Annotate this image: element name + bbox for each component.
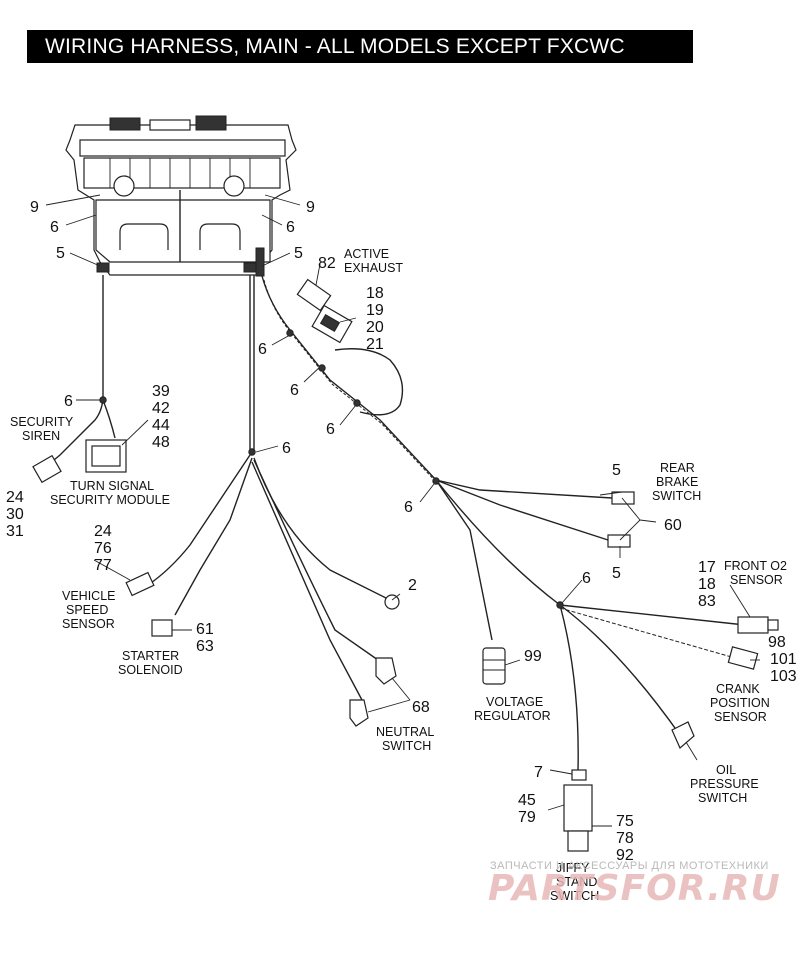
label-neutral-switch: SWITCH [382,739,431,753]
callout: 21 [366,336,384,353]
callout: 6 [282,440,291,457]
label-front-o2-sensor: SENSOR [730,573,783,587]
leader-lines [45,194,760,827]
callout: 5 [294,245,303,262]
callout: 6 [290,382,299,399]
clamps [99,329,564,609]
callout: 6 [50,219,59,236]
connectors [32,278,779,852]
callout: 98 [768,634,786,651]
callout: 6 [582,570,591,587]
electrical-caddy [65,115,297,277]
callout: 6 [404,499,413,516]
callout: 6 [64,393,73,410]
callout: 68 [412,699,430,716]
callout: 5 [612,462,621,479]
label-crank-position-sensor: POSITION [710,696,770,710]
label-vehicle-speed-sensor: VEHICLE [62,589,116,603]
callout: 83 [698,593,716,610]
callout: 44 [152,417,170,434]
callout: 5 [56,245,65,262]
callout: 99 [524,648,542,665]
callout: 76 [94,540,112,557]
callout: 61 [196,621,214,638]
callout: 18 [366,285,384,302]
label-jiffy-stand-switch: SWITCH [550,889,599,903]
label-vehicle-speed-sensor: SPEED [66,603,108,617]
callout: 103 [770,668,797,685]
label-vehicle-speed-sensor: SENSOR [62,617,115,631]
callout: 9 [30,199,39,216]
watermark-logo: PARTSFOR.RU [488,868,781,909]
callout: 31 [6,523,24,540]
label-crank-position-sensor: SENSOR [714,710,767,724]
watermark-tagline: ЗАПЧАСТИ И АКСЕССУАРЫ ДЛЯ МОТОТЕХНИКИ [490,860,769,872]
diagram-title: WIRING HARNESS, MAIN - ALL MODELS EXCEPT… [27,30,693,63]
callout: 60 [664,517,682,534]
callout: 75 [616,813,634,830]
callout: 30 [6,506,24,523]
label-crank-position-sensor: CRANK [716,682,760,696]
label-oil-pressure-switch: PRESSURE [690,777,759,791]
label-jiffy-stand-switch: JIFFY [556,861,590,875]
callout: 9 [306,199,315,216]
callout: 18 [698,576,716,593]
label-oil-pressure-switch: OIL [716,763,736,777]
callout: 45 [518,792,536,809]
callout: 42 [152,400,170,417]
callout: 5 [612,565,621,582]
label-rear-brake-switch: BRAKE [656,475,698,489]
label-active-exhaust: EXHAUST [344,261,403,275]
label-security-siren: SIREN [22,429,60,443]
callout: 101 [770,651,797,668]
label-rear-brake-switch: REAR [660,461,695,475]
component-labels: ACTIVE EXHAUST SECURITY SIREN TURN SIGNA… [10,247,787,903]
callout: 20 [366,319,384,336]
label-voltage-regulator: REGULATOR [474,709,551,723]
label-jiffy-stand-switch: STAND [556,875,597,889]
callout: 24 [6,489,24,506]
label-rear-brake-switch: SWITCH [652,489,701,503]
callout: 6 [286,219,295,236]
callout: 79 [518,809,536,826]
label-front-o2-sensor: FRONT O2 [724,559,787,573]
callout-numbers: 9 6 5 9 6 5 82 18 19 20 21 6 6 6 6 39 42… [6,199,797,864]
callout: 63 [196,638,214,655]
callout: 19 [366,302,384,319]
callout: 78 [616,830,634,847]
callout: 7 [534,764,543,781]
callout: 77 [94,557,112,574]
label-voltage-regulator: VOLTAGE [486,695,543,709]
callout: 6 [326,421,335,438]
label-active-exhaust: ACTIVE [344,247,389,261]
label-starter-solenoid: SOLENOID [118,663,183,677]
callout: 17 [698,559,716,576]
callout: 2 [408,577,417,594]
label-security-siren: SECURITY [10,415,74,429]
label-neutral-switch: NEUTRAL [376,725,434,739]
callout: 92 [616,847,634,864]
label-starter-solenoid: STARTER [122,649,179,663]
label-oil-pressure-switch: SWITCH [698,791,747,805]
callout: 24 [94,523,112,540]
callout: 39 [152,383,170,400]
callout: 6 [258,341,267,358]
label-turn-signal-module: SECURITY MODULE [50,493,170,507]
callout: 82 [318,255,336,272]
label-turn-signal-module: TURN SIGNAL [70,479,154,493]
callout: 48 [152,434,170,451]
harness-wires [47,275,746,771]
